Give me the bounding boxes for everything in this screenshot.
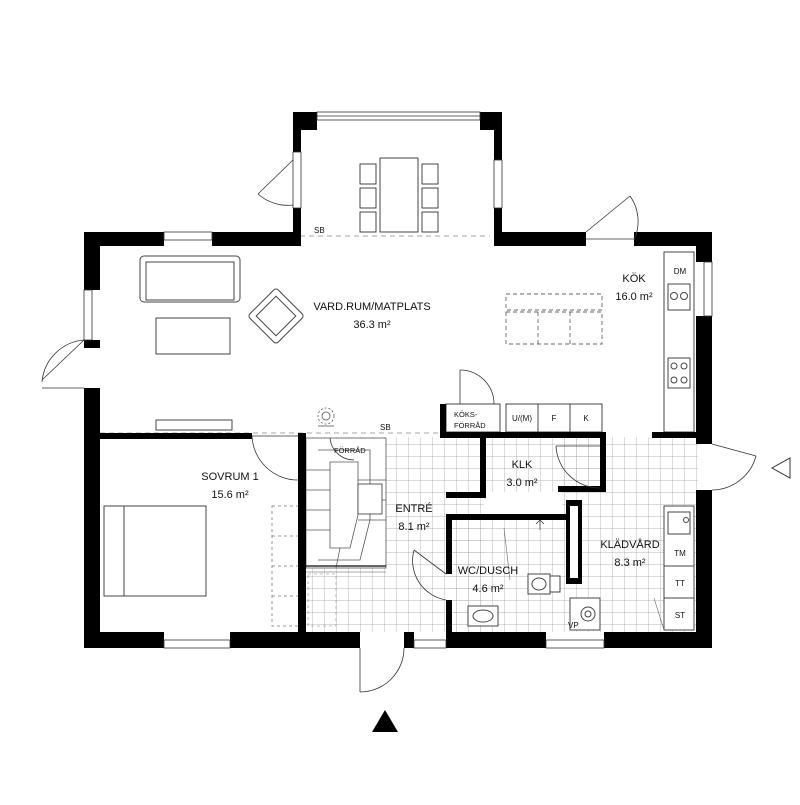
fireplace-icon <box>317 407 335 427</box>
room-name-wc: WC/DUSCH <box>458 565 519 577</box>
windows <box>83 111 713 649</box>
label-forrad: FÖRRÅD <box>334 446 366 455</box>
room-name-bedroom: SOVRUM 1 <box>201 471 258 483</box>
room-area-bedroom: 15.6 m² <box>211 489 249 501</box>
kitchen-island <box>505 293 603 345</box>
label-koksforrad-1: KÖKS- <box>454 410 478 419</box>
label-koksforrad-2: FÖRRÅD <box>454 421 486 430</box>
label-k: K <box>583 414 589 423</box>
label-vp: VP <box>568 621 579 630</box>
room-area-closet: 8.3 m² <box>614 557 646 569</box>
label-sb-mid: SB <box>380 423 391 432</box>
room-area-living: 36.3 m² <box>353 319 391 331</box>
staircase <box>305 437 387 627</box>
room-name-closet: KLÄDVÅRD <box>600 538 659 551</box>
room-name-kitchen: KÖK <box>622 273 646 285</box>
room-name-klk: KLK <box>512 459 533 471</box>
furniture-bedroom <box>103 505 207 597</box>
label-um: U/(M) <box>512 414 532 423</box>
room-area-entry: 8.1 m² <box>398 521 430 533</box>
kitchen-counters <box>445 251 695 433</box>
label-dm: DM <box>674 267 687 276</box>
walls <box>84 112 712 648</box>
side-entrance-marker <box>770 457 791 479</box>
room-labels: VARD.RUM/MATPLATS 36.3 m² KÖK 16.0 m² SO… <box>201 273 659 595</box>
laundry-fixtures <box>569 505 695 631</box>
room-name-living: VARD.RUM/MATPLATS <box>313 301 430 313</box>
room-area-wc: 4.6 m² <box>472 583 504 595</box>
label-st: ST <box>675 611 685 620</box>
doors <box>41 159 757 693</box>
fixture-labels: SB SB FÖRRÅD KÖKS- FÖRRÅD U/(M) F K DM T… <box>314 226 687 630</box>
room-name-entry: ENTRÉ <box>395 502 432 515</box>
room-area-kitchen: 16.0 m² <box>615 291 653 303</box>
label-tm: TM <box>674 549 686 558</box>
label-sb-top: SB <box>314 226 325 235</box>
furniture-living <box>139 255 304 431</box>
bathroom-fixtures <box>467 519 561 627</box>
wardrobe-bedroom <box>271 505 301 627</box>
label-tt: TT <box>675 579 685 588</box>
room-area-klk: 3.0 m² <box>506 477 538 489</box>
main-entrance-marker <box>372 710 398 732</box>
label-f: F <box>552 414 557 423</box>
dining-table <box>359 157 439 233</box>
